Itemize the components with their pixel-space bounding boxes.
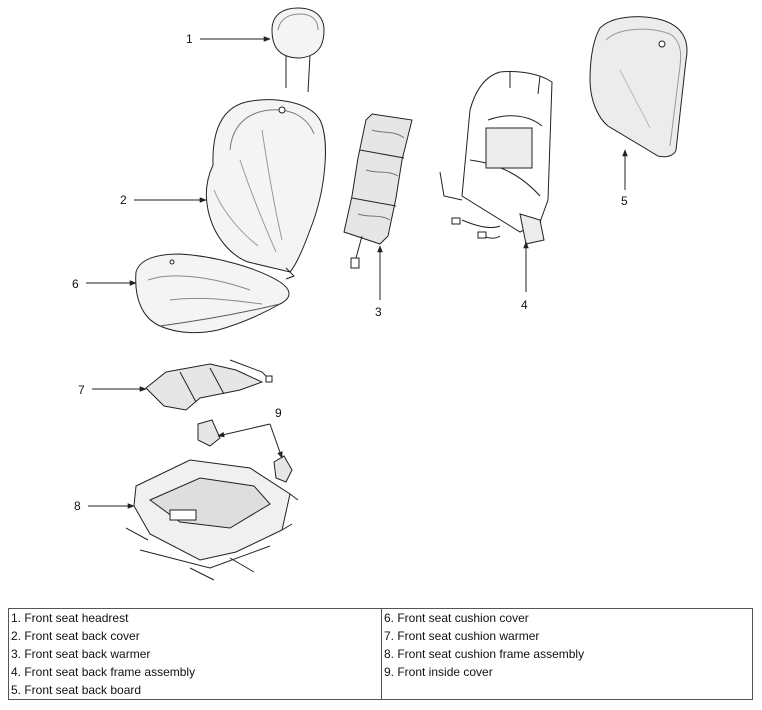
callout-5: 5	[621, 194, 628, 208]
legend-item: 6. Front seat cushion cover	[384, 611, 529, 625]
callout-4: 4	[521, 298, 528, 312]
seat-back-board-part	[589, 16, 688, 158]
callout-9: 9	[275, 406, 282, 420]
legend-item: 8. Front seat cushion frame assembly	[384, 647, 585, 661]
legend-item: 1. Front seat headrest	[11, 611, 129, 625]
seat-back-frame-part	[439, 71, 553, 245]
callout-2: 2	[120, 193, 127, 207]
callout-6: 6	[72, 277, 79, 291]
legend-column-right: 6. Front seat cushion cover 7. Front sea…	[381, 608, 753, 700]
legend-item: 5. Front seat back board	[11, 683, 142, 697]
legend-column-left: 1. Front seat headrest 2. Front seat bac…	[8, 608, 382, 700]
legend-item: 2. Front seat back cover	[11, 629, 140, 643]
legend-item: 4. Front seat back frame assembly	[11, 665, 196, 679]
seat-back-warmer-part	[343, 113, 413, 269]
seat-cushion-warmer-part	[145, 359, 273, 411]
callout-3: 3	[375, 305, 382, 319]
seat-back-cover-part	[205, 99, 326, 280]
callout-8: 8	[74, 499, 81, 513]
parts-legend-table: 1. Front seat headrest 2. Front seat bac…	[8, 608, 753, 700]
callout-1: 1	[186, 32, 193, 46]
headrest-part	[271, 7, 325, 93]
exploded-seat-diagram: 1 2 3 4 5 6 7 8 9	[72, 7, 688, 581]
seat-cushion-cover-part	[135, 253, 290, 334]
legend-item: 7. Front seat cushion warmer	[384, 629, 540, 643]
seat-cushion-frame-part	[125, 459, 299, 581]
callout-7: 7	[78, 383, 85, 397]
legend-item: 3. Front seat back warmer	[11, 647, 151, 661]
leader-lines	[86, 36, 628, 509]
legend-item: 9. Front inside cover	[384, 665, 493, 679]
